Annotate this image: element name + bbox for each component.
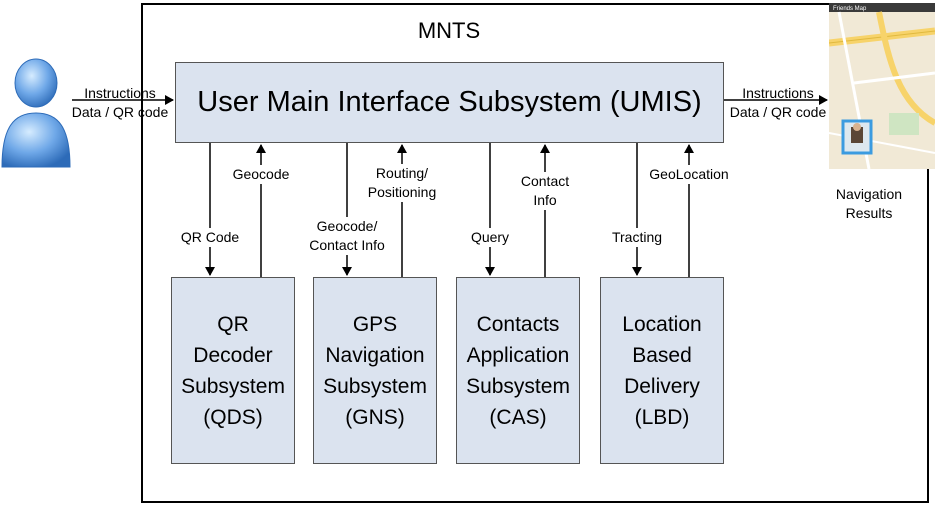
subsystem-label-line: Contacts [476,312,560,336]
subsystem-label-line: Decoder [193,343,273,367]
arrow-label-line: Info [533,192,557,208]
gns-up-label: Routing/ Positioning [362,164,442,202]
gns-down-label: Geocode/ Contact Info [304,217,390,255]
cas-up-label: Contact Info [515,172,575,210]
output-label-line: Instructions [742,85,814,101]
subsystem-label-line: (CAS) [489,405,547,429]
arrow-label-line: Contact [520,173,570,189]
output-label: Instructions Data / QR code [727,84,829,122]
subsystem-label-line: Subsystem [466,374,570,398]
results-label-line: Navigation [835,186,903,202]
subsystem-box-lbd: Location Based Delivery (LBD) [600,277,724,464]
lbd-down-label: Tracting [607,228,667,247]
output-label-line: Data / QR code [729,104,827,120]
arrow-label-line: Geocode [232,166,290,182]
umis-box: User Main Interface Subsystem (UMIS) [175,62,724,143]
lbd-up-label: GeoLocation [646,165,732,184]
subsystem-label-line: Subsystem [181,374,285,398]
subsystem-label-line: (GNS) [345,405,405,429]
map-header-text: Friends Map [833,6,867,12]
subsystem-label-line: Application [466,343,570,367]
arrow-label-line: Geocode/ [316,218,378,234]
subsystem-label-line: QR [217,312,249,336]
subsystem-label-line: (LBD) [634,405,690,429]
system-frame [141,3,929,503]
input-label-line: Data / QR code [71,104,169,120]
subsystem-label-line: GPS [352,312,398,336]
arrow-label-line: Contact Info [309,237,385,253]
subsystem-label-line: Based [632,343,692,367]
subsystem-box-qds: QR Decoder Subsystem (QDS) [171,277,295,464]
subsystem-label-line: (QDS) [203,405,263,429]
subsystem-label-line: Location [622,312,702,336]
subsystem-box-gns: GPS Navigation Subsystem (GNS) [313,277,437,464]
subsystem-box-cas: Contacts Application Subsystem (CAS) [456,277,580,464]
results-label-line: Results [845,205,893,221]
input-label-line: Instructions [84,85,156,101]
qds-down-label: QR Code [176,228,244,247]
subsystem-label-line: Delivery [624,374,700,398]
system-title: MNTS [417,18,481,43]
navigation-map-image: Friends Map [829,3,935,169]
input-label: Instructions Data / QR code [70,84,170,122]
arrow-label-line: Positioning [367,184,437,200]
arrow-label-line: Routing/ [375,165,429,181]
umis-label: User Main Interface Subsystem (UMIS) [197,86,702,118]
subsystem-label-line: Subsystem [323,374,427,398]
cas-down-label: Query [465,228,515,247]
arrow-label-line: QR Code [180,229,240,245]
user-icon [1,58,71,168]
arrow-label-line: Tracting [611,229,663,245]
arrow-label-line: GeoLocation [649,166,729,182]
arrow-label-line: Query [470,229,510,245]
qds-up-label: Geocode [227,165,295,184]
subsystem-label-line: Navigation [325,343,425,367]
results-label: Navigation Results [827,185,911,223]
